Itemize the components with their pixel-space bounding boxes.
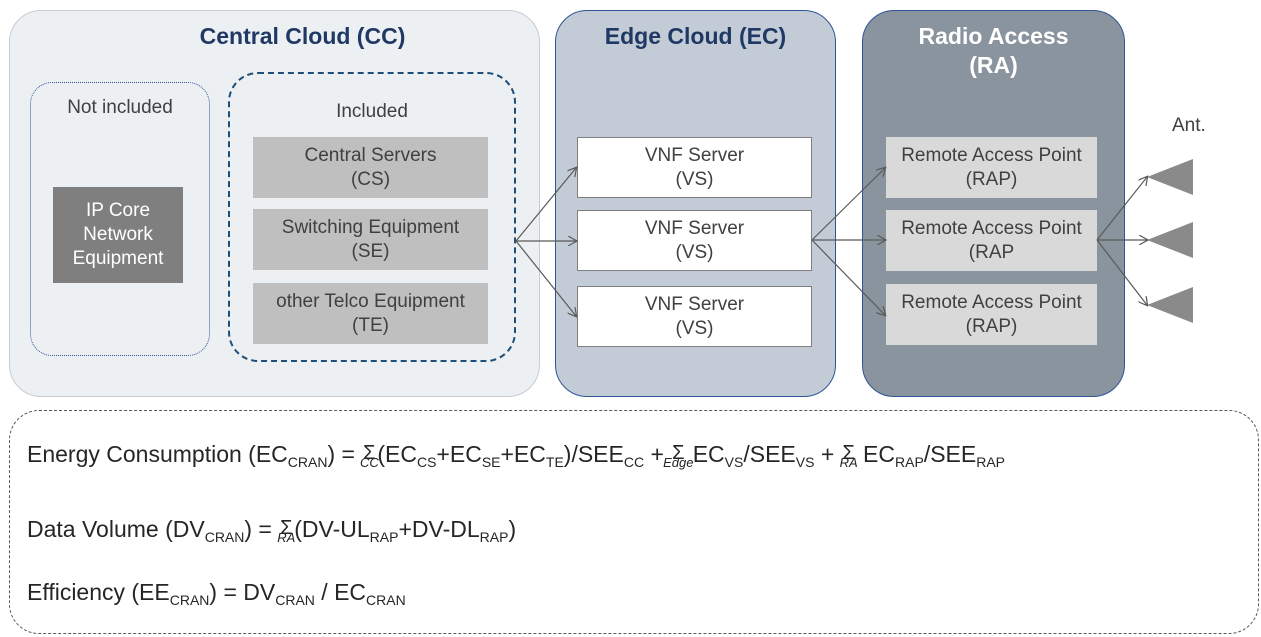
arrow-rap-to-ant-1: [1096, 177, 1147, 241]
not-included-group: [30, 82, 210, 356]
antenna-icon: [1147, 287, 1193, 323]
arrow-rap-to-ant-3: [1096, 239, 1147, 305]
radio-access-title: Radio Access (RA): [918, 23, 1069, 78]
arrow-cc-to-vs-1: [515, 168, 576, 242]
arrow-cc-to-vs-3: [515, 240, 576, 316]
remote-access-point-box: Remote Access Point (RAP): [886, 137, 1097, 198]
switching-equipment-box: Switching Equipment (SE): [253, 209, 488, 270]
antenna-icon: [1147, 222, 1193, 258]
central-cloud-title: Central Cloud (CC): [199, 23, 406, 49]
central-servers-box: Central Servers (CS): [253, 137, 488, 198]
remote-access-point-box: Remote Access Point (RAP): [886, 284, 1097, 345]
antenna-label: Ant.: [1172, 115, 1206, 136]
not-included-label: Not included: [67, 97, 173, 118]
arrow-vs-to-rap-1: [811, 168, 885, 241]
vnf-server-box: VNF Server (VS): [577, 137, 812, 198]
arrow-vs-to-rap-3: [811, 239, 885, 315]
ip-core-network-equipment-box: IP Core Network Equipment: [53, 187, 183, 283]
antenna-icon: [1147, 159, 1193, 195]
included-group: [228, 72, 516, 362]
efficiency-formula: Efficiency (EECRAN) = DVCRAN / ECCRAN: [27, 579, 406, 608]
edge-cloud-title: Edge Cloud (EC): [604, 23, 787, 49]
formula-box: [9, 410, 1259, 634]
remote-access-point-box: Remote Access Point (RAP: [886, 210, 1097, 271]
telco-equipment-box: other Telco Equipment (TE): [253, 283, 488, 344]
included-label: Included: [336, 101, 408, 122]
vnf-server-box: VNF Server (VS): [577, 286, 812, 347]
